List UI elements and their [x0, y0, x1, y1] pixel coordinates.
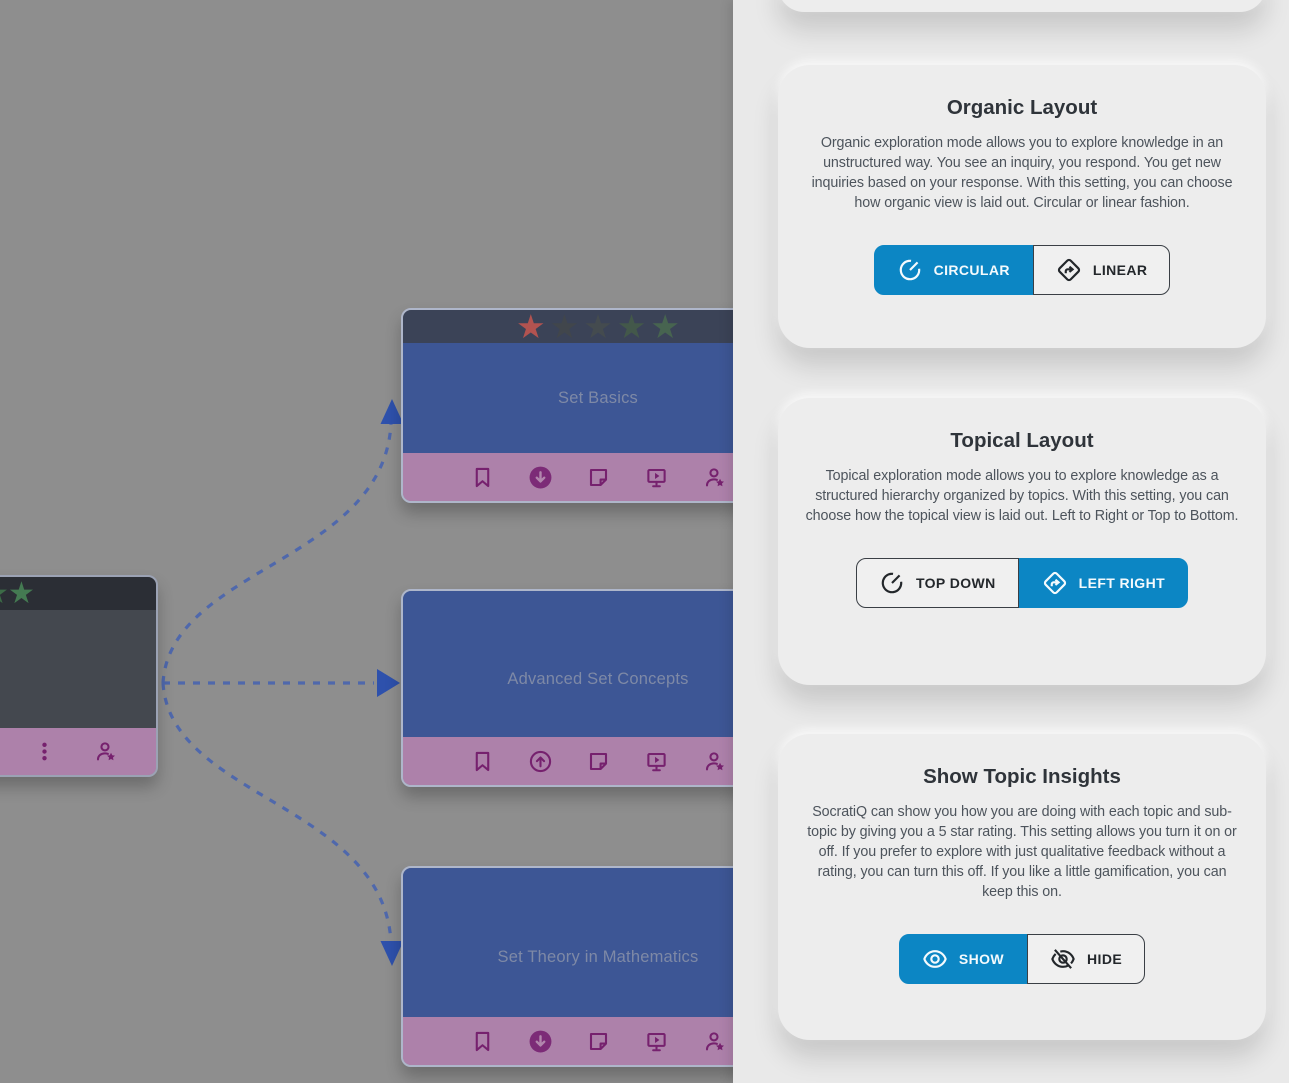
card-title: Topical Layout	[950, 429, 1094, 452]
topic-node-set-theory[interactable]: Set Theory in Mathematics	[401, 866, 795, 1067]
topic-node-set-basics[interactable]: ★ ★ ★ ★ ★ Set Basics	[401, 308, 795, 503]
note-icon[interactable]	[586, 749, 611, 774]
bookmark-icon[interactable]	[470, 749, 495, 774]
person-star-icon[interactable]	[702, 465, 727, 490]
node-toolbar	[403, 737, 793, 785]
button-label: TOP DOWN	[915, 575, 996, 591]
card-description: Topical exploration mode allows you to e…	[805, 468, 1239, 524]
node-body	[0, 610, 156, 728]
node-toolbar	[403, 1017, 793, 1065]
person-star-icon[interactable]	[702, 749, 727, 774]
settings-card-organic-layout: Organic Layout Organic exploration mode …	[778, 65, 1266, 348]
rating-star-icon: ★	[650, 308, 680, 345]
arrowhead-up-icon	[380, 399, 404, 424]
button-label: HIDE	[1087, 951, 1123, 967]
button-label: LEFT RIGHT	[1078, 575, 1166, 591]
rating-star-icon: ★	[0, 579, 9, 609]
topic-node-parent[interactable]: ★ ★	[0, 575, 158, 777]
button-label: SHOW	[958, 951, 1005, 967]
rating-star-icon: ★	[8, 577, 35, 610]
topical-layout-toggle-group: TOP DOWN LEFT RIGHT	[804, 558, 1240, 608]
kebab-menu-icon[interactable]	[32, 739, 57, 764]
settings-card-partial	[778, 0, 1266, 12]
gauge-circular-icon	[879, 570, 905, 596]
settings-drawer: Organic Layout Organic exploration mode …	[733, 0, 1289, 1083]
eye-off-icon	[1050, 946, 1076, 972]
topic-node-advanced-set-concepts[interactable]: Advanced Set Concepts	[401, 589, 795, 787]
note-icon[interactable]	[586, 465, 611, 490]
presentation-play-icon[interactable]	[644, 749, 669, 774]
card-description: Organic exploration mode allows you to e…	[811, 135, 1233, 211]
organic-layout-toggle-group: CIRCULAR LINEAR	[804, 245, 1240, 295]
top-down-button[interactable]: TOP DOWN	[855, 558, 1019, 608]
card-title: Organic Layout	[946, 96, 1098, 119]
arrowhead-right-icon	[377, 669, 400, 697]
bookmark-icon[interactable]	[470, 1029, 495, 1054]
edge-bottom	[161, 682, 393, 943]
rating-star-icon: ★	[616, 308, 647, 345]
button-label: CIRCULAR	[933, 262, 1010, 278]
settings-card-show-topic-insights: Show Topic Insights SocratiQ can show yo…	[778, 734, 1266, 1040]
person-star-icon[interactable]	[93, 739, 118, 764]
arrowhead-down-icon	[380, 941, 404, 966]
note-icon[interactable]	[586, 1029, 611, 1054]
linear-button[interactable]: LINEAR	[1032, 245, 1171, 295]
rating-star-icon: ★	[516, 308, 546, 345]
node-body: Set Theory in Mathematics	[403, 868, 793, 1017]
presentation-play-icon[interactable]	[644, 1029, 669, 1054]
node-toolbar	[0, 728, 156, 775]
node-toolbar	[403, 453, 793, 501]
left-right-button[interactable]: LEFT RIGHT	[1018, 558, 1189, 608]
rating-star-icon: ★	[549, 308, 580, 345]
node-rating-bar: ★ ★	[0, 577, 156, 610]
bookmark-icon[interactable]	[470, 465, 495, 490]
arrow-up-circle-icon[interactable]	[528, 749, 553, 774]
node-label: Advanced Set Concepts	[507, 669, 689, 688]
eye-icon	[922, 946, 948, 972]
arrow-down-circle-icon[interactable]	[528, 465, 553, 490]
node-label: Set Basics	[558, 388, 638, 407]
node-label: Set Theory in Mathematics	[497, 948, 699, 966]
hide-button[interactable]: HIDE	[1027, 934, 1146, 984]
node-body: Advanced Set Concepts	[403, 591, 793, 737]
gauge-circular-icon	[897, 257, 923, 283]
card-title: Show Topic Insights	[923, 765, 1121, 788]
presentation-play-icon[interactable]	[644, 465, 669, 490]
person-star-icon[interactable]	[702, 1029, 727, 1054]
node-body: Set Basics	[403, 343, 793, 453]
diamond-directions-icon	[1042, 570, 1068, 596]
rating-star-icon: ★	[583, 308, 613, 345]
edge-top	[161, 423, 393, 684]
node-rating-bar: ★ ★ ★ ★ ★	[403, 310, 793, 343]
diamond-directions-icon	[1056, 257, 1082, 283]
settings-card-topical-layout: Topical Layout Topical exploration mode …	[778, 398, 1266, 685]
show-button[interactable]: SHOW	[898, 934, 1028, 984]
circular-button[interactable]: CIRCULAR	[873, 245, 1033, 295]
topic-insights-toggle-group: SHOW HIDE	[804, 934, 1240, 984]
arrow-down-circle-icon[interactable]	[528, 1029, 553, 1054]
button-label: LINEAR	[1092, 262, 1148, 278]
card-description: SocratiQ can show you how you are doing …	[807, 804, 1237, 900]
